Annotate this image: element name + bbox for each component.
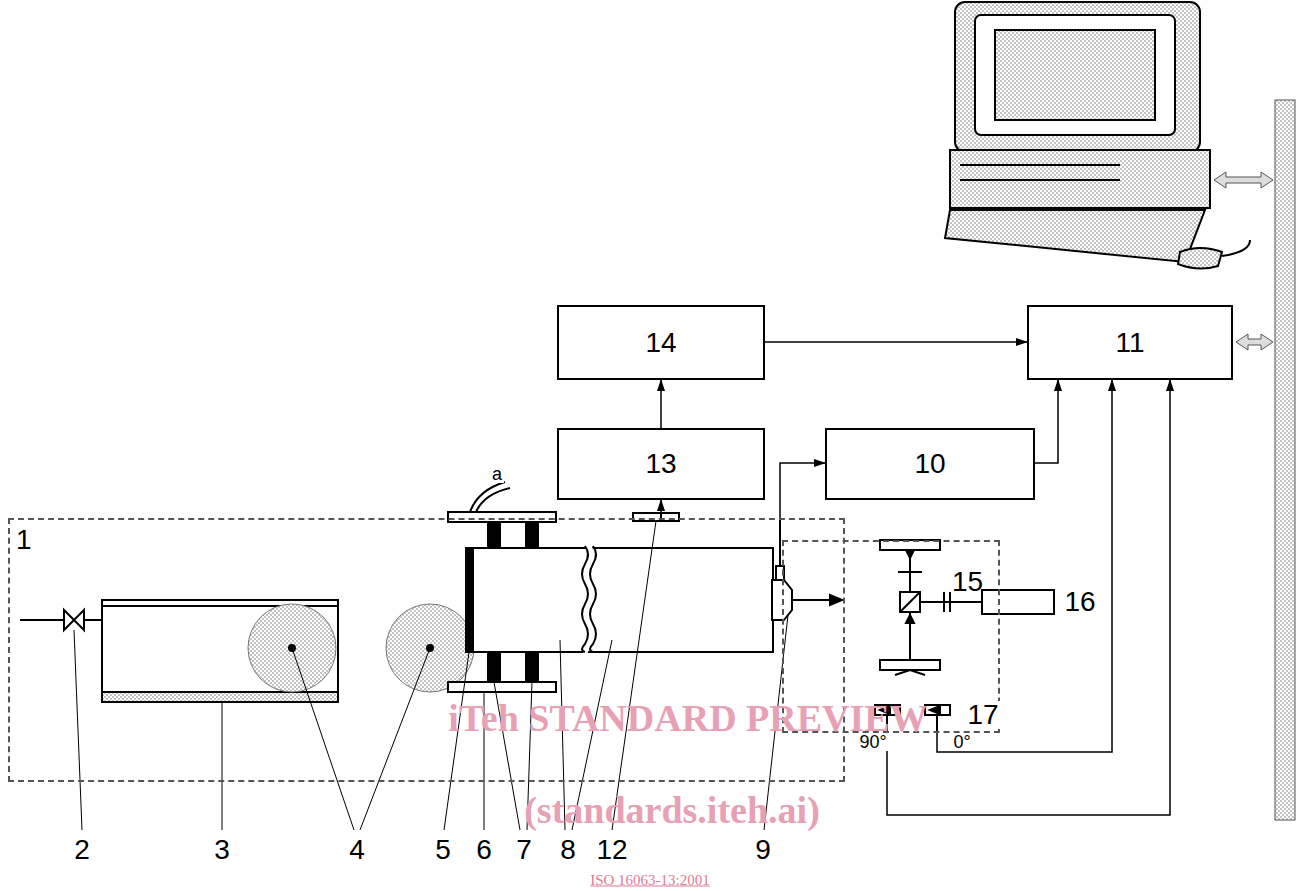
node-label: 15 [952,568,983,596]
process-box: 10 [825,428,1035,500]
callout-number: 7 [514,836,534,864]
callout-number: 16 [1062,588,1097,616]
watermark: iTeh STANDARD PREVIEW [448,699,927,737]
callout-number: 9 [753,836,773,864]
computer-illustration [945,2,1250,269]
callout-number: 12 [594,836,629,864]
callout-number: 3 [212,836,232,864]
signal-arrow [780,463,825,518]
callout-number: 5 [433,836,453,864]
shock-machine-illustration [20,482,842,702]
signal-arrow [660,380,662,428]
callout-number: 2 [72,836,92,864]
watermark-link: ISO 16063-13:2001 [590,873,710,888]
signal-arrow [1035,380,1058,463]
process-box: 13 [557,428,765,500]
bus-bar [1275,100,1295,820]
process-box: 11 [1027,305,1233,380]
dashed-region: 1 [8,518,845,782]
watermark: (standards.iteh.ai) [524,791,820,829]
signal-arrow [765,341,1027,343]
callout-number: 6 [474,836,494,864]
signal-arrow [660,500,662,518]
process-box: 14 [557,305,765,380]
leader-line [74,521,788,830]
node-label: 13 [645,450,676,478]
node-label: 11 [1115,329,1144,357]
callout-letter: a [490,465,504,483]
callout-number: 8 [558,836,578,864]
callout-number: 17 [965,701,1000,729]
node-label: 10 [914,450,945,478]
node-label: 14 [645,329,676,357]
angle-label: 0° [951,733,972,751]
callout-number: 4 [347,836,367,864]
node-label: 1 [16,526,32,554]
